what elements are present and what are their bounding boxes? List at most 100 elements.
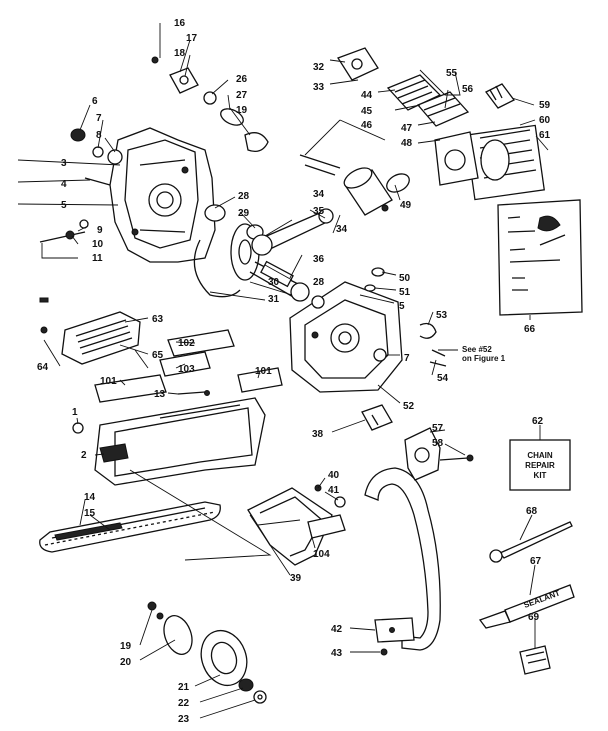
label-20: 20 [120,657,132,668]
label-35: 35 [313,206,325,217]
label-15: 15 [84,508,96,519]
label-68: 68 [526,506,538,517]
label-44: 44 [361,90,373,101]
label-103: 103 [178,364,195,375]
fastener-parts-left [39,128,123,243]
label-18: 18 [174,48,186,59]
label-62: 62 [532,416,544,427]
label-34b: 34 [336,224,348,235]
chain-file-tool [489,521,573,563]
label-14: 14 [84,492,96,503]
label-47: 47 [401,123,413,134]
cylinder [434,124,545,201]
label-65: 65 [152,350,164,361]
clutch-sprocket [147,601,267,704]
label-11: 11 [92,253,103,264]
label-36: 36 [313,254,325,265]
muffler-assembly [337,47,470,127]
label-60: 60 [539,115,551,126]
label-51: 51 [399,287,411,298]
air-filter-cover [39,297,141,365]
sealant-tube: SEALANT [478,584,575,629]
label-1: 1 [72,407,78,418]
label-56: 56 [462,84,474,95]
label-39: 39 [290,573,302,584]
label-33: 33 [313,82,325,93]
see-note-line2: on Figure 1 [462,354,506,363]
label-64: 64 [37,362,49,373]
label-53: 53 [436,310,448,321]
label-38: 38 [312,429,324,440]
label-46: 46 [361,120,373,131]
kit-line1: CHAIN [527,451,553,460]
label-55: 55 [446,68,458,79]
label-52: 52 [403,401,415,412]
label-32: 32 [313,62,325,73]
see-note-line1: See #52 [462,345,492,354]
clip-parts [364,267,447,367]
label-3: 3 [61,158,67,169]
guide-bar-chain [39,501,221,553]
piston [299,154,410,216]
label-54: 54 [437,373,449,384]
label-28: 28 [238,191,250,202]
label-28b: 28 [313,277,325,288]
connecting-rod [251,208,334,256]
crankshaft [193,204,301,299]
label-26: 26 [236,74,248,85]
label-67: 67 [530,556,542,567]
label-27: 27 [236,90,248,101]
label-16: 16 [174,18,186,29]
label-61: 61 [539,130,551,141]
label-45: 45 [361,106,373,117]
label-101: 101 [100,376,117,387]
label-30: 30 [268,277,280,288]
leader-lines [17,23,549,719]
label-5b: 5 [399,301,405,312]
label-21: 21 [178,682,190,693]
label-17: 17 [186,33,198,44]
label-2: 2 [81,450,87,461]
handle-housing [72,397,266,486]
label-8: 8 [96,130,102,141]
label-6: 6 [92,96,98,107]
part-number-labels: 16 17 18 26 27 19 32 33 55 56 44 45 46 4… [37,18,555,725]
label-58: 58 [432,438,444,449]
label-49: 49 [400,200,412,211]
label-101b: 101 [255,366,272,377]
label-57: 57 [432,423,444,434]
oil-pump-parts [151,56,269,153]
label-5: 5 [61,200,67,211]
kit-line3: KIT [534,471,547,480]
label-29: 29 [238,208,250,219]
label-19b: 19 [120,641,132,652]
crankcase-half [289,281,403,393]
label-34: 34 [313,189,325,200]
fuel-cap [519,645,551,675]
label-23: 23 [178,714,190,725]
label-42: 42 [331,624,343,635]
label-7b: 7 [404,353,410,364]
label-40: 40 [328,470,340,481]
crankcase-housing [109,127,216,263]
label-43: 43 [331,648,343,659]
label-31: 31 [268,294,280,305]
label-22: 22 [178,698,190,709]
label-10: 10 [92,239,104,250]
label-9: 9 [97,225,103,236]
label-19: 19 [236,105,248,116]
label-59: 59 [539,100,551,111]
label-50: 50 [399,273,411,284]
label-48: 48 [401,138,413,149]
label-7: 7 [96,113,102,124]
handle-bracket [404,427,474,481]
owners-manual [497,199,583,316]
label-4: 4 [61,179,67,190]
spark-plug [485,83,515,109]
label-13: 13 [154,389,166,400]
label-41: 41 [328,485,340,496]
label-66: 66 [524,324,536,335]
fuel-filter [361,404,393,431]
front-handle [364,467,441,656]
